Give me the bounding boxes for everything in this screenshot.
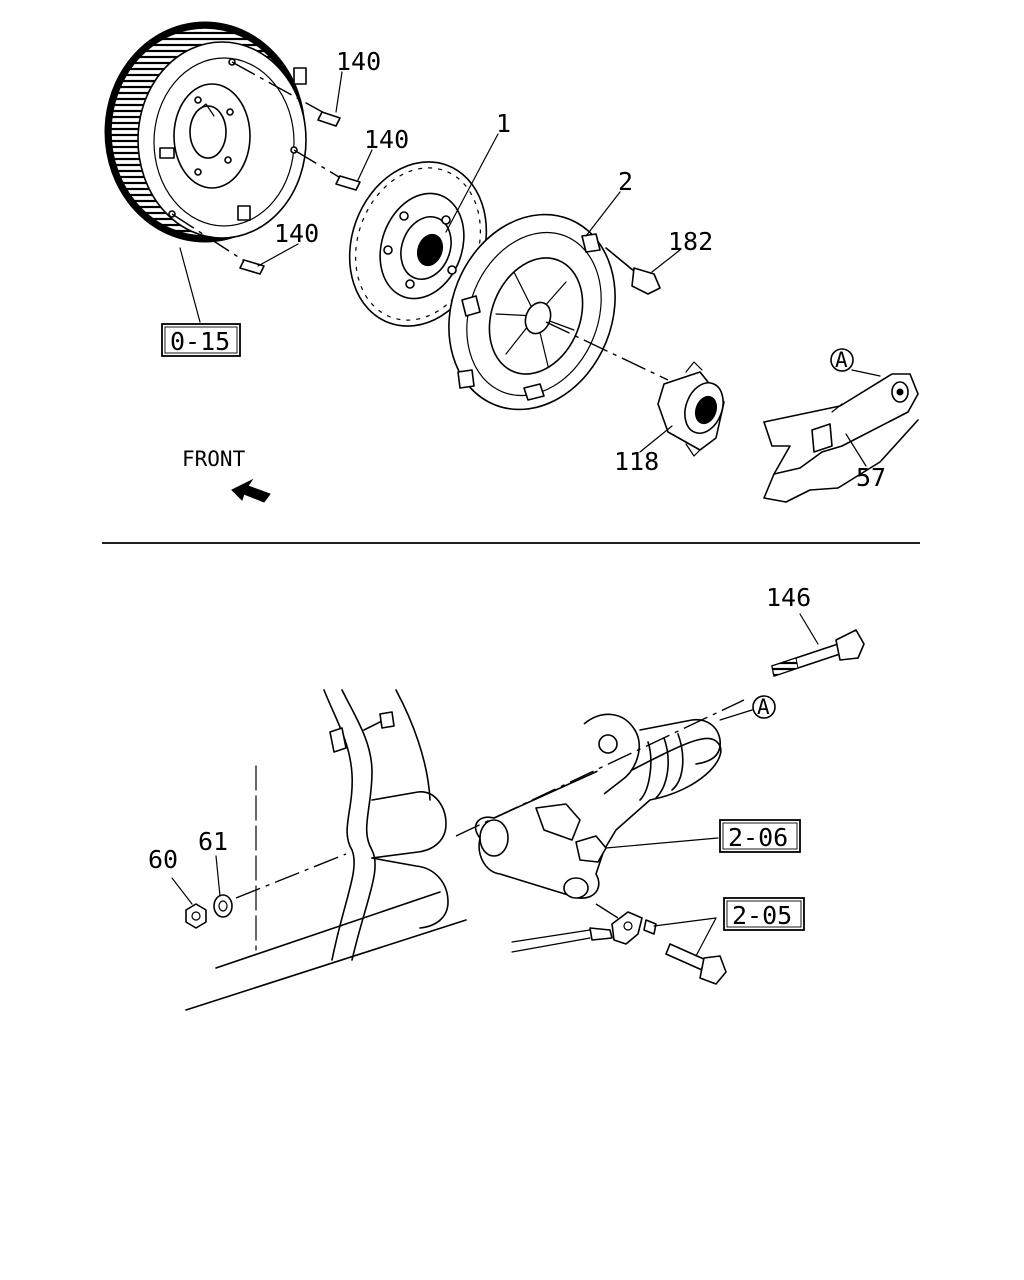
- label-fork-callout: A: [835, 348, 848, 372]
- transmission-housing: [185, 689, 467, 1011]
- release-fork: [763, 373, 919, 503]
- release-bearing: [545, 321, 725, 457]
- ref-box-flywheel: 0-15: [161, 323, 241, 357]
- slave-cylinder: [474, 713, 722, 899]
- label-pressure-plate: 2: [618, 167, 633, 196]
- label-bolt-182: 182: [668, 227, 713, 256]
- label-release-fork: 57: [856, 463, 886, 492]
- label-clutch-disc: 1: [496, 109, 511, 138]
- clutch-disc: [348, 161, 488, 327]
- label-pin-low: 140: [274, 219, 319, 248]
- label-washer: 61: [198, 827, 228, 856]
- ref-box-hose: 2-05: [723, 897, 805, 931]
- pivot-bolt: [455, 613, 865, 837]
- label-pin-top: 140: [336, 47, 381, 76]
- callout-a-fork: A: [830, 348, 854, 372]
- label-nut: 60: [148, 845, 178, 874]
- label-flywheel-ref: 0-15: [170, 327, 230, 356]
- ref-box-slave-cylinder: 2-06: [719, 819, 801, 853]
- pressure-plate-bolt: [605, 247, 661, 295]
- label-release-bearing: 118: [614, 447, 659, 476]
- dowel-pins: [171, 61, 361, 275]
- pressure-plate: [448, 213, 616, 411]
- label-cylinder-callout: A: [757, 695, 770, 719]
- leader-lines-upper: [179, 71, 881, 467]
- label-front: FRONT: [182, 447, 246, 471]
- nut-and-washer: [171, 853, 347, 929]
- front-arrow-icon: [231, 478, 271, 503]
- label-hose-ref: 2-05: [732, 901, 792, 930]
- hydraulic-hose: [511, 837, 727, 985]
- flywheel: [104, 21, 307, 243]
- label-pivot-bolt: 146: [766, 583, 811, 612]
- label-slave-cylinder-ref: 2-06: [728, 823, 788, 852]
- label-pin-mid: 140: [364, 125, 409, 154]
- callout-a-cylinder: A: [719, 695, 776, 721]
